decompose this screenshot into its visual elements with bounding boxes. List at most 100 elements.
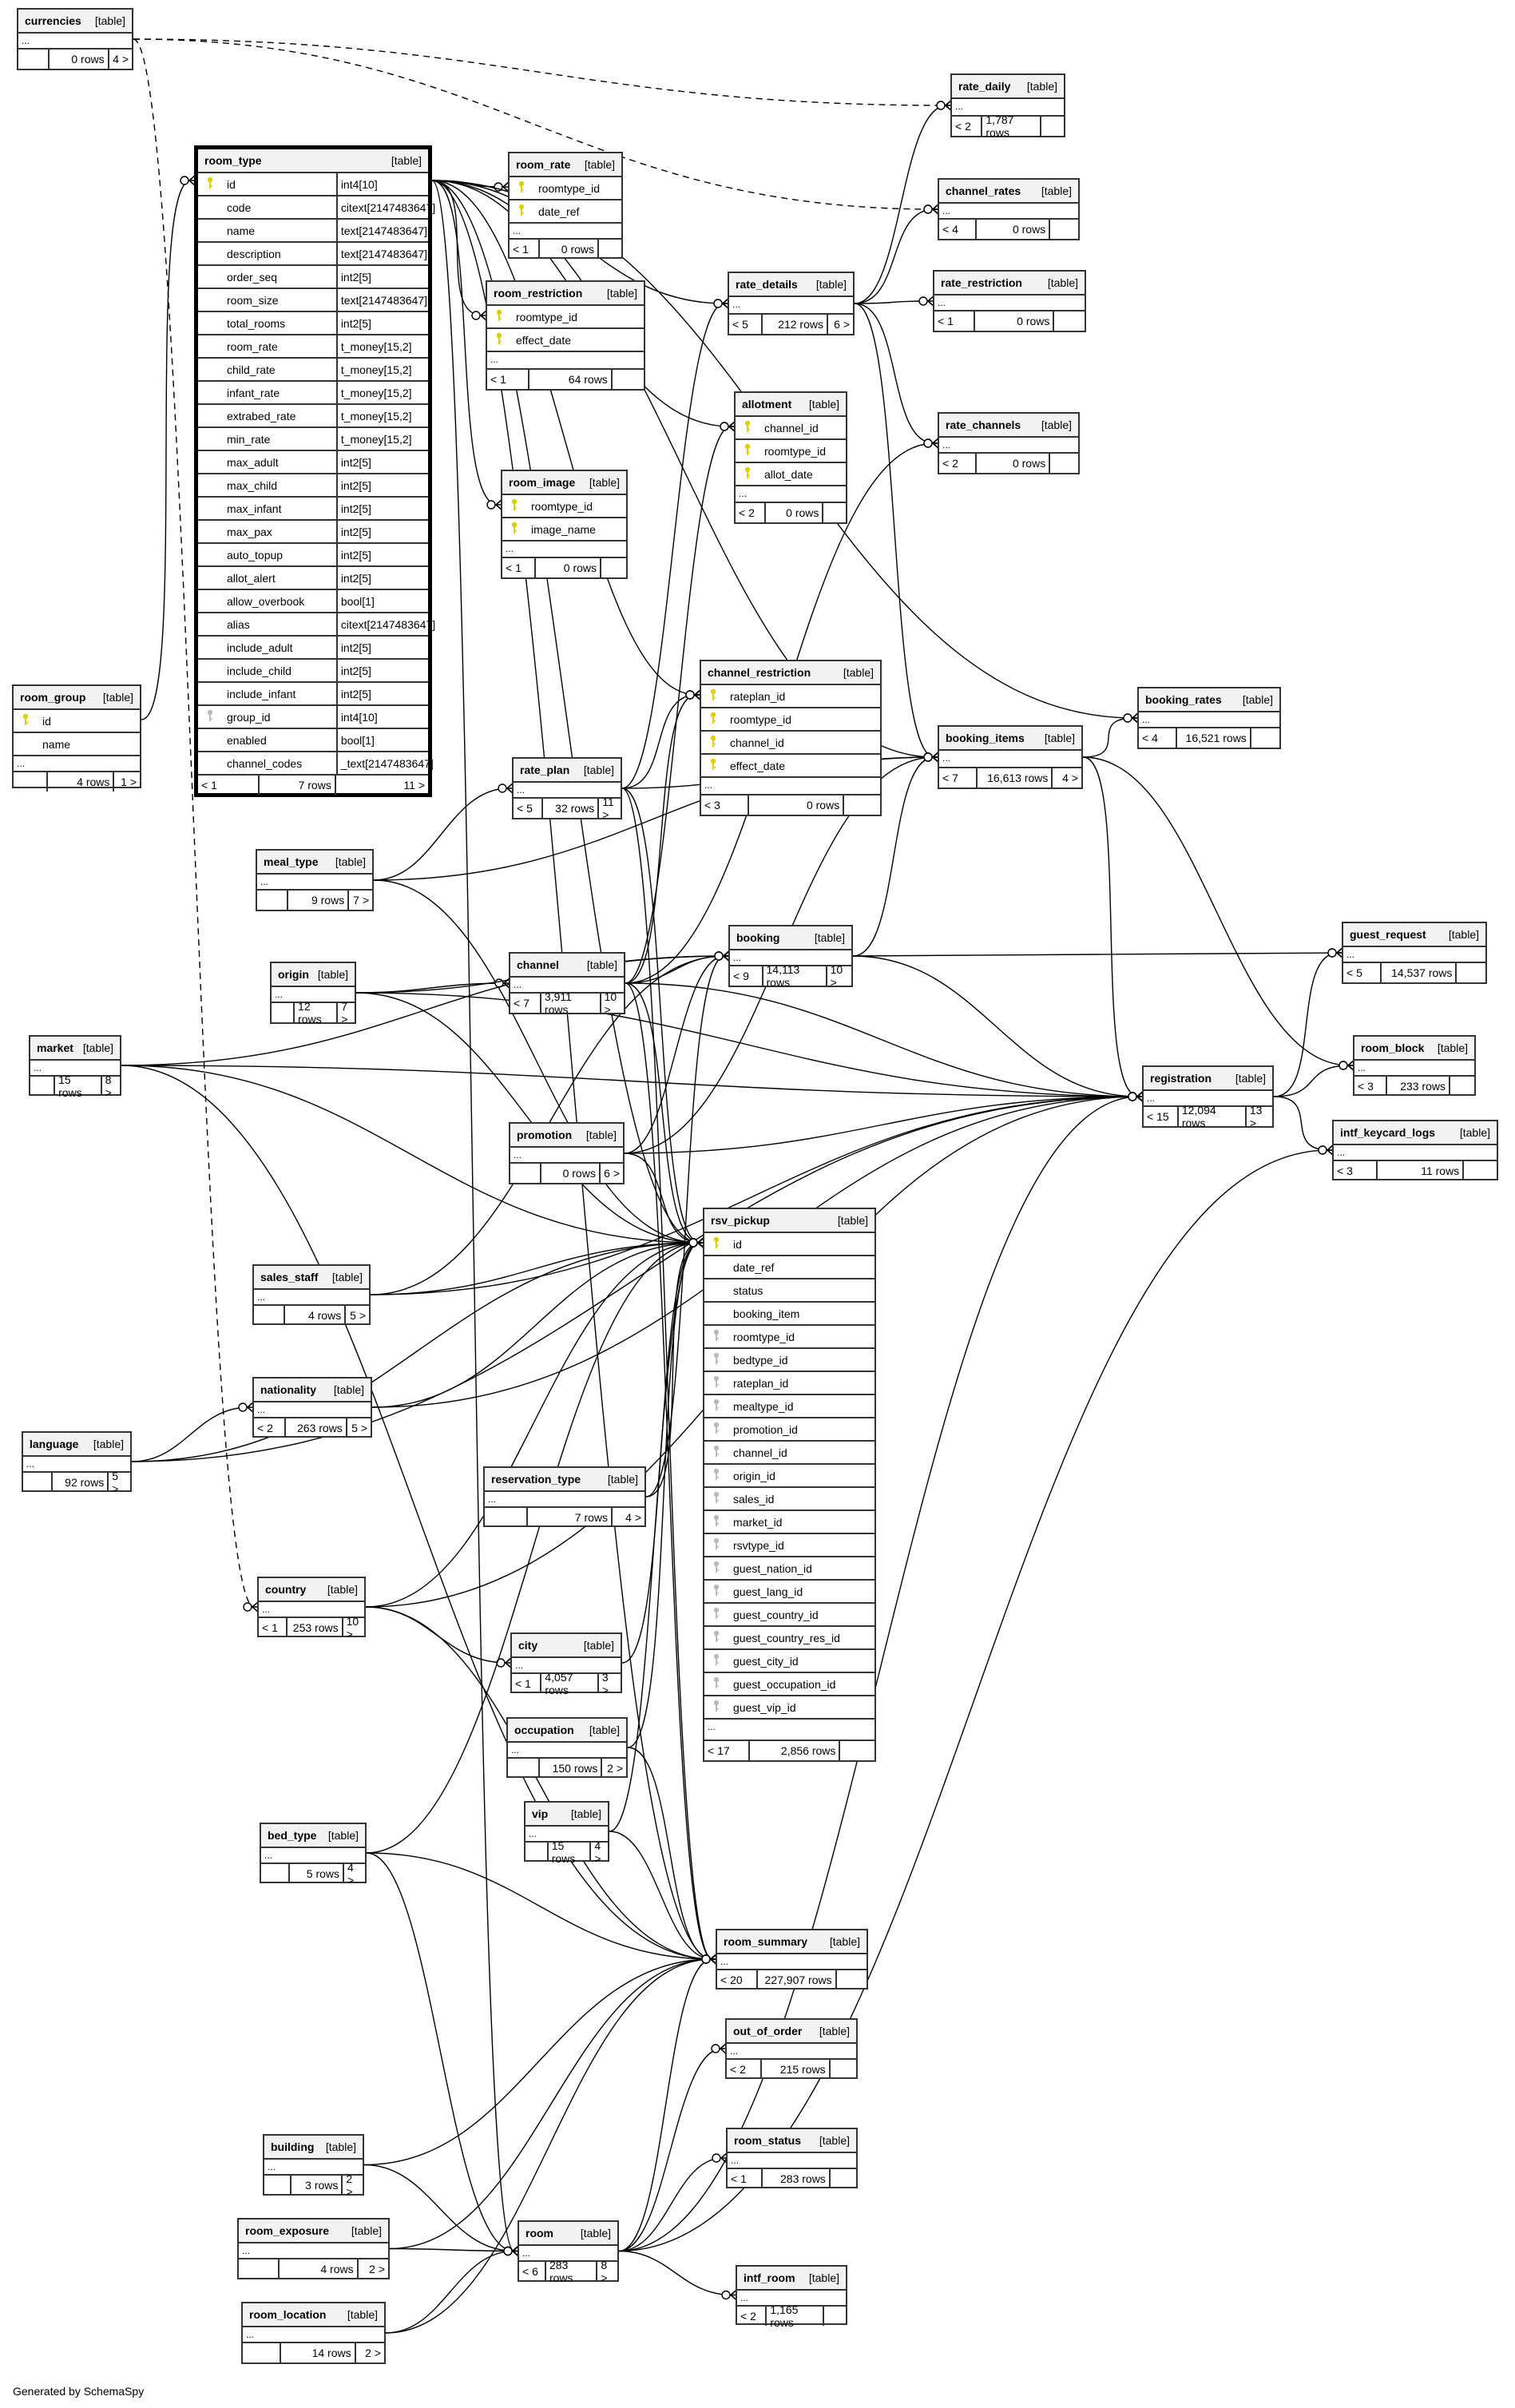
children-count[interactable]: 7 > [353,894,369,906]
parents-count[interactable]: < 1 [506,561,522,574]
table-header[interactable]: city[table] [512,1634,621,1658]
parents-count[interactable] [14,772,46,791]
children-count[interactable]: 5 > [112,1470,119,1495]
children-count[interactable]: 8 > [105,1073,112,1099]
table-header[interactable]: booking_items[table] [939,727,1081,751]
children-count[interactable]: 5 > [351,1422,367,1434]
children-count[interactable]: 2 > [369,2263,385,2275]
column-row[interactable]: date_ref [704,1256,874,1279]
table-header[interactable]: intf_room[table] [737,2267,846,2291]
table-header[interactable]: meal_type[table] [257,851,372,875]
children-count[interactable] [837,1970,867,1989]
table-header[interactable]: occupation[table] [508,1719,626,1743]
table-header[interactable]: rate_daily[table] [952,75,1064,99]
parents-count[interactable]: < 17 [708,1744,730,1757]
table-header[interactable]: channel_rates[table] [939,180,1078,204]
parents-count[interactable]: < 2 [955,120,971,133]
table-header[interactable]: intf_keycard_logs[table] [1334,1121,1497,1145]
children-count[interactable]: 4 > [347,1861,355,1886]
column-row[interactable]: rateplan_id [701,685,880,708]
table-header[interactable]: currencies[table] [18,10,132,34]
table-header[interactable]: building[table] [264,2136,363,2160]
table-header[interactable]: bed_type[table] [261,1824,365,1848]
table-header[interactable]: guest_request[table] [1343,923,1485,947]
children-count[interactable]: 10 > [604,990,617,1016]
children-count[interactable]: 4 > [113,53,129,65]
column-row[interactable]: guest_lang_id [704,1581,874,1604]
parents-count[interactable] [30,1077,54,1096]
column-row[interactable]: rsvtype_id [704,1534,874,1557]
table-header[interactable]: room_summary[table] [717,1930,867,1954]
parents-count[interactable]: < 2 [257,1422,273,1434]
table-header[interactable]: room_restriction[table] [487,282,644,306]
children-count[interactable]: 4 > [1062,772,1078,784]
table-header[interactable]: room_block[table] [1354,1037,1474,1061]
parents-count[interactable]: < 6 [522,2265,538,2278]
table-header[interactable]: rate_details[table] [729,273,853,297]
table-header[interactable]: country[table] [259,1578,364,1602]
parents-count[interactable]: < 15 [1147,1110,1169,1123]
parents-count[interactable]: < 3 [704,799,720,811]
column-row[interactable]: roomtype_id [487,306,644,329]
column-row[interactable]: bedtype_id [704,1349,874,1372]
children-count[interactable] [1054,311,1085,331]
children-count[interactable] [831,2169,856,2188]
column-row[interactable]: guest_city_id [704,1650,874,1673]
column-row[interactable]: roomtype_id [704,1326,874,1349]
parents-count[interactable]: < 2 [740,2310,756,2323]
children-count[interactable]: 8 > [601,2259,608,2284]
children-count[interactable] [1251,728,1279,748]
column-row[interactable]: guest_vip_id [704,1696,874,1720]
children-count[interactable]: 11 > [403,779,425,791]
parents-count[interactable] [510,1164,540,1183]
children-count[interactable] [599,240,621,259]
table-header[interactable]: channel_restriction[table] [701,661,880,685]
column-row[interactable]: roomtype_id [510,177,621,200]
children-count[interactable] [824,2307,846,2326]
column-row[interactable]: channel_id [736,417,846,440]
column-row[interactable]: guest_country_res_id [704,1627,874,1650]
table-header[interactable]: sales_staff[table] [254,1266,369,1290]
table-header[interactable]: market[table] [30,1037,120,1061]
column-row[interactable]: sales_id [704,1488,874,1511]
parents-count[interactable]: < 1 [490,373,506,386]
table-header[interactable]: channel[table] [510,954,624,978]
column-row[interactable]: rateplan_id [704,1372,874,1395]
children-count[interactable] [840,1741,874,1760]
children-count[interactable]: 2 > [607,1762,623,1775]
children-count[interactable]: 1 > [121,776,137,788]
children-count[interactable]: 7 > [341,1000,348,1025]
parents-count[interactable] [23,1473,51,1492]
children-count[interactable]: 6 > [834,318,850,331]
children-count[interactable] [1464,1161,1497,1180]
column-row[interactable]: effect_date [487,329,644,352]
parents-count[interactable]: < 20 [720,1974,743,1986]
parents-count[interactable] [508,1759,538,1778]
